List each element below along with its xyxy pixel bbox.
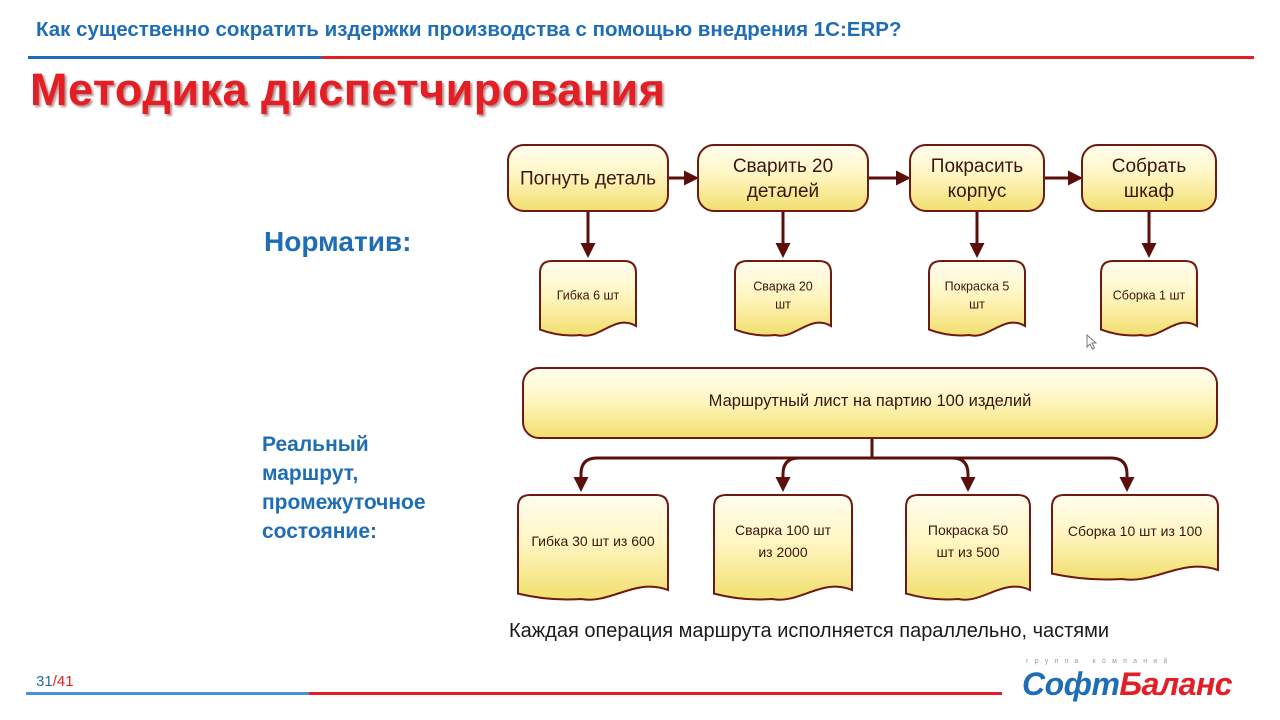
real-document-label: Сварка 100 шт — [735, 522, 832, 538]
real-route-label-line: состояние: — [262, 520, 377, 543]
norm-document-label: Покраска 5 — [945, 279, 1010, 293]
real-document-label: из 2000 — [758, 544, 807, 560]
process-step-label: Погнуть деталь — [520, 169, 656, 190]
norm-document-label: шт — [775, 297, 791, 311]
real-route-label-line: промежуточное — [262, 491, 426, 514]
process-step-box — [909, 144, 1045, 212]
norm-document — [928, 260, 1026, 337]
real-route-label: Реальный маршрут, промежуточное состояни… — [262, 430, 426, 546]
process-step-label: шкаф — [1124, 181, 1174, 202]
real-document-label: Гибка 30 шт из 600 — [531, 533, 654, 549]
norm-document — [539, 260, 637, 337]
footer-note: Каждая операция маршрута исполняется пар… — [509, 620, 1110, 642]
page-total: /41 — [52, 673, 74, 690]
softbalance-logo: группа компаний СофтБаланс — [1018, 658, 1258, 710]
process-step-box — [507, 144, 669, 212]
real-document-label: Сборка 10 шт из 100 — [1068, 523, 1203, 539]
real-route-label-line: Реальный — [262, 433, 369, 456]
page-counter: 31/41 — [36, 673, 74, 690]
route-sheet-box — [522, 367, 1218, 439]
norm-label: Норматив: — [264, 226, 412, 257]
real-document — [905, 494, 1031, 601]
boxes: Погнуть деталь Сварить 20 деталей Покрасить… — [507, 144, 1219, 601]
process-step-box — [1081, 144, 1217, 212]
page-title: Методика диспетчирования — [30, 64, 666, 115]
header-divider — [28, 56, 1254, 59]
real-document — [1051, 494, 1219, 581]
process-step-box — [697, 144, 869, 212]
norm-document-label: Гибка 6 шт — [557, 288, 620, 302]
norm-document-label: шт — [969, 297, 985, 311]
process-step-label: деталей — [747, 181, 819, 202]
norm-document-label: Сборка 1 шт — [1113, 288, 1186, 302]
real-document — [713, 494, 853, 601]
branch-arrow — [573, 456, 872, 492]
header-subtitle: Как существенно сократить издержки произ… — [36, 18, 902, 41]
real-document-label: шт из 500 — [936, 544, 999, 560]
process-step-label: Сварить 20 — [733, 156, 833, 177]
mouse-cursor-icon — [1086, 333, 1098, 350]
logo-tagline: группа компаний — [1026, 658, 1174, 665]
real-document — [517, 494, 669, 601]
real-route-label-line: маршрут, — [262, 462, 359, 485]
branch-arrow — [872, 456, 976, 492]
norm-document — [734, 260, 832, 337]
footer-divider — [26, 692, 1002, 695]
logo-wordmark: СофтБаланс — [1022, 666, 1233, 703]
norm-document-label: Сварка 20 — [753, 279, 813, 293]
process-step-label: корпус — [948, 181, 1007, 202]
branch-arrow — [775, 456, 872, 492]
logo-part-2: Баланс — [1119, 666, 1233, 702]
branch-arrow — [872, 456, 1135, 492]
process-step-label: Собрать — [1112, 156, 1187, 177]
connectors — [573, 170, 1157, 492]
real-document-label: Покраска 50 — [928, 522, 1008, 538]
route-sheet-label: Маршрутный лист на партию 100 изделий — [709, 392, 1032, 410]
logo-part-1: Софт — [1022, 666, 1120, 702]
process-step-label: Покрасить — [931, 156, 1023, 177]
page-current: 31 — [36, 673, 53, 690]
norm-document — [1100, 260, 1198, 337]
